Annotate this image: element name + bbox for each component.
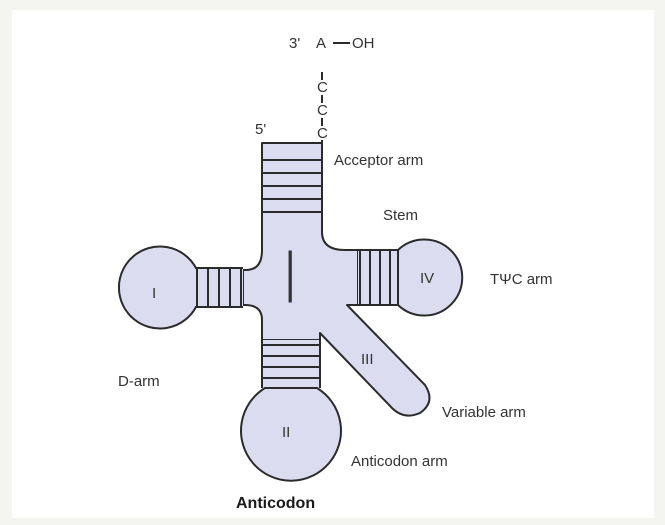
acceptor-arm-label: Acceptor arm — [334, 152, 423, 169]
variable-loop-numeral: III — [361, 351, 374, 368]
center-mark: | — [285, 242, 295, 304]
stem-label: Stem — [383, 207, 418, 224]
d-loop-numeral: I — [152, 285, 156, 302]
anticodon-loop-numeral: II — [282, 424, 290, 441]
anticodon-arm-label: Anticodon arm — [351, 453, 448, 470]
three-prime-end-label: 3' — [289, 35, 300, 52]
terminal-base-a: A — [316, 35, 326, 52]
hydroxyl-label: OH — [352, 35, 375, 52]
base-c-1: C — [317, 79, 328, 96]
tpsic-loop-numeral: IV — [420, 270, 434, 287]
base-c-2: C — [317, 102, 328, 119]
anticodon-loop — [241, 388, 341, 481]
d-arm-label: D-arm — [118, 373, 160, 390]
d-loop — [119, 247, 196, 329]
tpsic-arm-label: TΨC arm — [490, 271, 553, 288]
five-prime-end-label: 5' — [255, 121, 266, 138]
base-c-3: C — [317, 125, 328, 142]
variable-arm-label: Variable arm — [442, 404, 526, 421]
anticodon-stem — [262, 340, 320, 388]
anticodon-label: Anticodon — [236, 495, 315, 512]
